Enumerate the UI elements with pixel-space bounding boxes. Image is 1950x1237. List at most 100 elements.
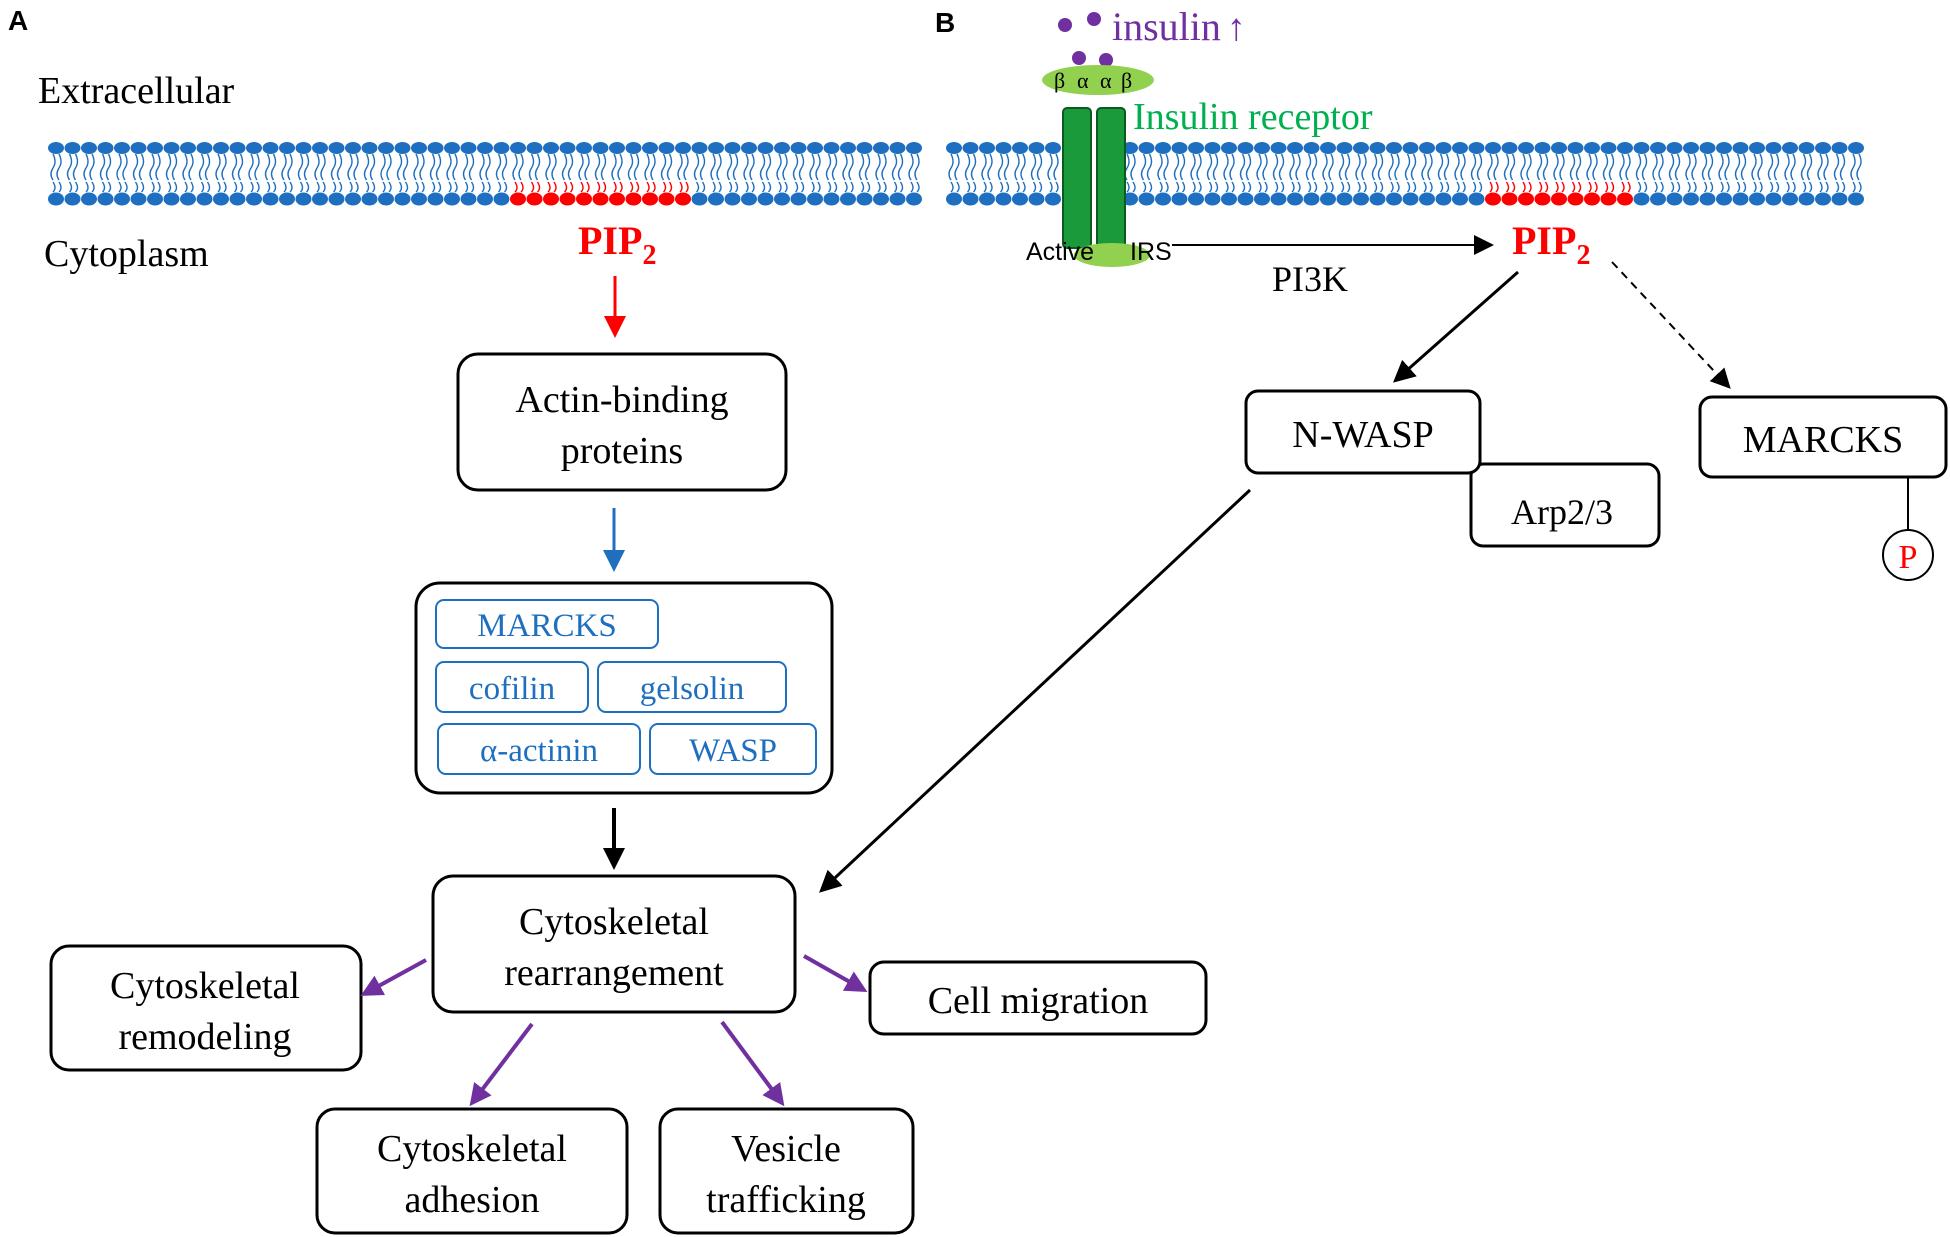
lipid-head [1028,142,1045,154]
lipid-head [1336,142,1353,154]
lipid-head [691,192,708,206]
lipid-head [229,142,246,154]
lipid-tail [1355,153,1367,181]
receptor-alpha-right: α [1100,68,1112,93]
lipid-head [691,142,708,154]
lipid-tail [380,153,392,181]
lipid-head [1386,192,1402,206]
lipid-tail [149,153,161,181]
lipid-tail [101,181,112,193]
lipid-tail [1305,153,1318,181]
lipid-tail [248,153,260,181]
pip2-head [1501,192,1518,206]
lipid-tail [415,181,425,193]
lipid-tail [710,153,722,181]
wasp-chip-label: WASP [689,733,777,769]
lipid-head [741,192,757,206]
lipid-head [774,142,790,154]
lipid-head [1270,142,1287,154]
lipid-tail [1852,181,1862,193]
lipid-head [130,192,147,206]
lipid-tail [184,181,194,193]
lipid-tail [1569,153,1582,181]
lipid-tail [1307,181,1318,193]
receptor-extracellular-domain [1042,65,1154,95]
lipid-head [1171,142,1188,154]
lipid-tail [1256,153,1268,181]
lipid-tail [660,153,673,181]
lipid-tail [365,181,376,193]
lipid-tail [1503,153,1516,181]
lipid-head [995,192,1012,206]
lipid-tail [1767,153,1780,181]
lipid-head [1188,192,1204,206]
lipid-head [675,142,691,154]
insulin-dot [1087,12,1101,26]
lipid-tail [627,153,640,181]
lipid-head [411,142,427,154]
cell-migration-label: Cell migration [928,980,1149,1022]
lipid-head [1848,142,1864,154]
lipid-tail [431,181,442,193]
lipid-head [1320,192,1336,206]
lipid-tail [1489,181,1499,193]
lipid-head [1848,192,1864,206]
lipid-head [724,142,741,154]
lipid-tail [68,181,79,193]
lipid-head [823,192,840,206]
lipid-tail [997,153,1010,181]
receptor-alpha-left: α [1077,68,1089,93]
lipid-head [1798,142,1815,154]
lipid-tail [644,153,656,181]
lipid-tail [462,153,475,181]
phospho-circle [1882,529,1934,581]
cell-migration-box [868,960,1208,1036]
lipid-tail [481,181,491,193]
lipid-tail [858,153,871,181]
lipid-head [1237,192,1254,206]
lipid-tail [1340,181,1351,193]
lipid-tail [677,153,689,181]
lipid-head [724,192,741,206]
lipid-tail [530,181,541,193]
lipid-tail [662,181,673,193]
lipid-tail [1470,153,1483,181]
lipid-head [1452,192,1468,206]
lipid-head [774,192,790,206]
lipid-tail [1274,181,1285,193]
cytoskeletal-rearrangement-box [431,874,797,1014]
lipid-tail [1538,181,1549,193]
lipid-head [1369,192,1386,206]
lipid-head [906,142,922,154]
lipid-head [444,192,460,206]
arrow-pip2-to-nwasp [1393,270,1519,383]
lipid-head [1749,192,1765,206]
lipid-tail [1016,181,1026,193]
lipid-tail [948,153,960,181]
lipid-head [823,142,840,154]
lipid-head [81,142,97,154]
lipid-tail [1454,153,1466,181]
lipid-tail [314,153,326,181]
actinin-chip [437,723,641,775]
pip2-head [625,192,642,206]
lipid-tail [1140,153,1153,181]
pip2-head [526,192,543,206]
lipid-tail [233,181,244,193]
lipid-tail [297,153,310,181]
lipid-head [510,142,526,154]
lipid-tail [446,153,458,181]
lipid-tail [1670,181,1681,193]
lipid-tail [1522,181,1532,193]
pi3k-label: PI3K [1272,259,1348,299]
lipid-tail [1357,181,1367,193]
gelsolin-chip-label: gelsolin [640,671,745,707]
lipid-head [1617,142,1633,154]
lipid-tail [1047,153,1059,181]
lipid-tail [1225,181,1235,193]
pip2-head [1485,192,1501,206]
lipid-head [1732,192,1749,206]
lipid-tail [1258,181,1268,193]
lipid-tail [1553,153,1565,181]
